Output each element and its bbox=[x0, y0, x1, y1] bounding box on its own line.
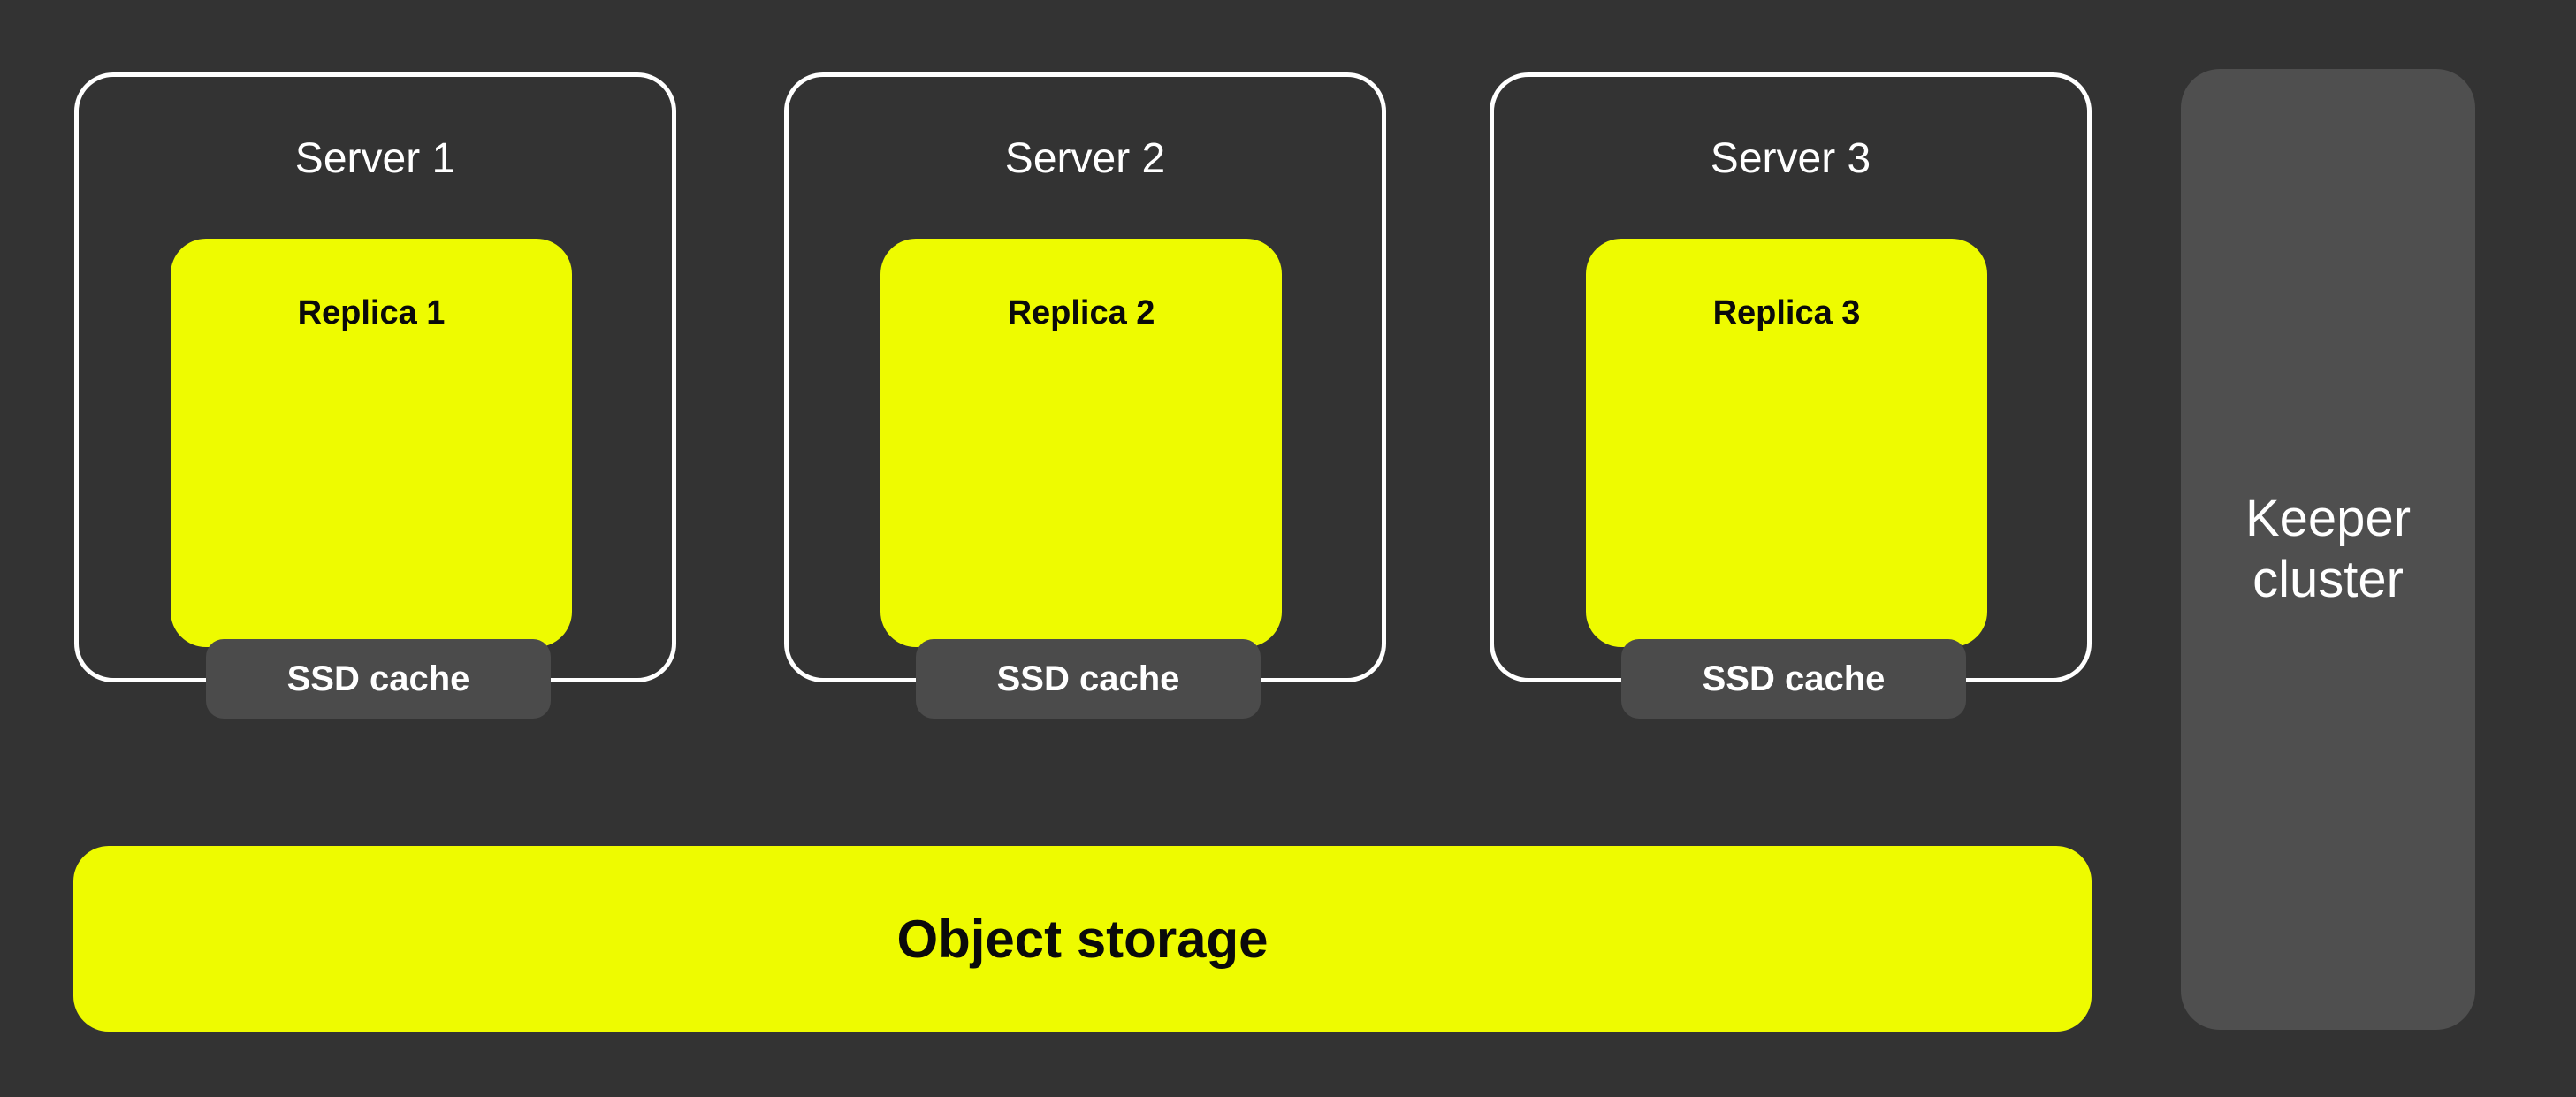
ssd-cache-label-1: SSD cache bbox=[286, 659, 470, 698]
server-box-1: Server 1 Replica 1 SSD cache bbox=[74, 72, 676, 719]
ssd-cache-label-2: SSD cache bbox=[996, 659, 1180, 698]
ssd-cache-label-3: SSD cache bbox=[1702, 659, 1886, 698]
replica-box-3: Replica 3 bbox=[1586, 239, 1987, 647]
server-title-1: Server 1 bbox=[294, 135, 456, 182]
replica-box-2: Replica 2 bbox=[880, 239, 1282, 647]
server-box-3: Server 3 Replica 3 SSD cache bbox=[1490, 72, 2092, 719]
replica-box-1: Replica 1 bbox=[171, 239, 572, 647]
ssd-cache-badge-2: SSD cache bbox=[916, 639, 1261, 719]
keeper-cluster-box: Keeper cluster bbox=[2181, 69, 2475, 1030]
object-storage-box: Object storage bbox=[73, 846, 2092, 1032]
server-title-2: Server 2 bbox=[1004, 135, 1166, 182]
keeper-cluster-label: Keeper cluster bbox=[2244, 490, 2412, 608]
server-title-3: Server 3 bbox=[1710, 135, 1871, 182]
ssd-cache-badge-1: SSD cache bbox=[206, 639, 551, 719]
ssd-cache-badge-3: SSD cache bbox=[1621, 639, 1966, 719]
replica-label-2: Replica 2 bbox=[1007, 294, 1155, 331]
replica-label-3: Replica 3 bbox=[1712, 294, 1861, 331]
object-storage-label: Object storage bbox=[896, 909, 1269, 969]
server-box-2: Server 2 Replica 2 SSD cache bbox=[784, 72, 1386, 719]
replica-label-1: Replica 1 bbox=[297, 294, 446, 331]
